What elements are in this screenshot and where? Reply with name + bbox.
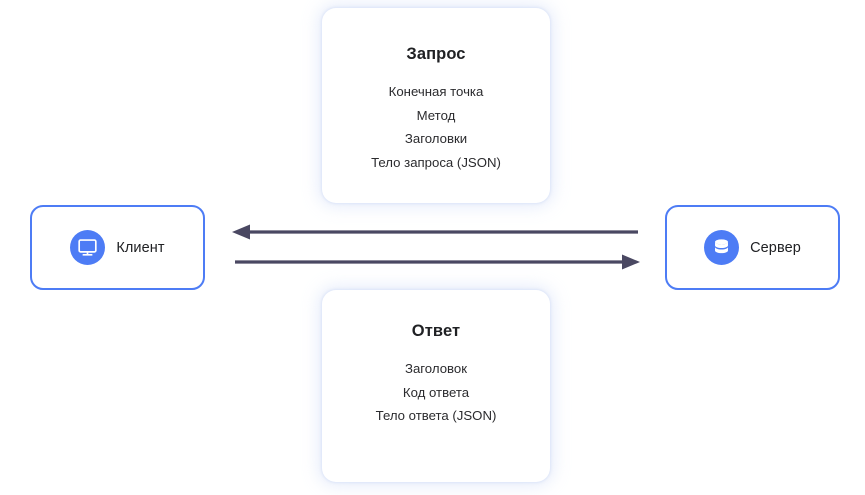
card-response-lines: Заголовок Код ответа Тело ответа (JSON) bbox=[322, 357, 550, 428]
node-server[interactable]: Сервер bbox=[665, 205, 840, 290]
card-request-line-endpoint: Конечная точка bbox=[388, 84, 484, 99]
card-request: Запрос Конечная точка Метод Заголовки Те… bbox=[322, 8, 550, 203]
card-response: Ответ Заголовок Код ответа Тело ответа (… bbox=[322, 290, 550, 482]
card-response-line-status-code: Код ответа bbox=[402, 384, 470, 400]
card-request-line-body: Тело запроса (JSON) bbox=[371, 154, 501, 170]
arrow-head-right bbox=[622, 254, 640, 270]
card-response-title: Ответ bbox=[411, 322, 461, 340]
arrow-response-to-client bbox=[232, 224, 638, 240]
card-response-line-header: Заголовок bbox=[404, 361, 467, 376]
monitor-icon bbox=[70, 230, 106, 265]
node-client[interactable]: Клиент bbox=[30, 205, 205, 290]
arrow-request-to-server bbox=[235, 254, 640, 270]
node-server-label: Сервер bbox=[750, 239, 801, 256]
card-request-title: Запрос bbox=[406, 45, 466, 63]
database-icon bbox=[704, 230, 740, 265]
arrow-head-left bbox=[232, 224, 250, 240]
card-response-line-body: Тело ответа (JSON) bbox=[375, 408, 497, 423]
card-request-line-headers: Заголовки bbox=[404, 131, 468, 146]
card-request-lines: Конечная точка Метод Заголовки Тело запр… bbox=[322, 80, 550, 174]
node-client-label: Клиент bbox=[116, 239, 165, 256]
card-request-line-method: Метод bbox=[416, 107, 456, 123]
